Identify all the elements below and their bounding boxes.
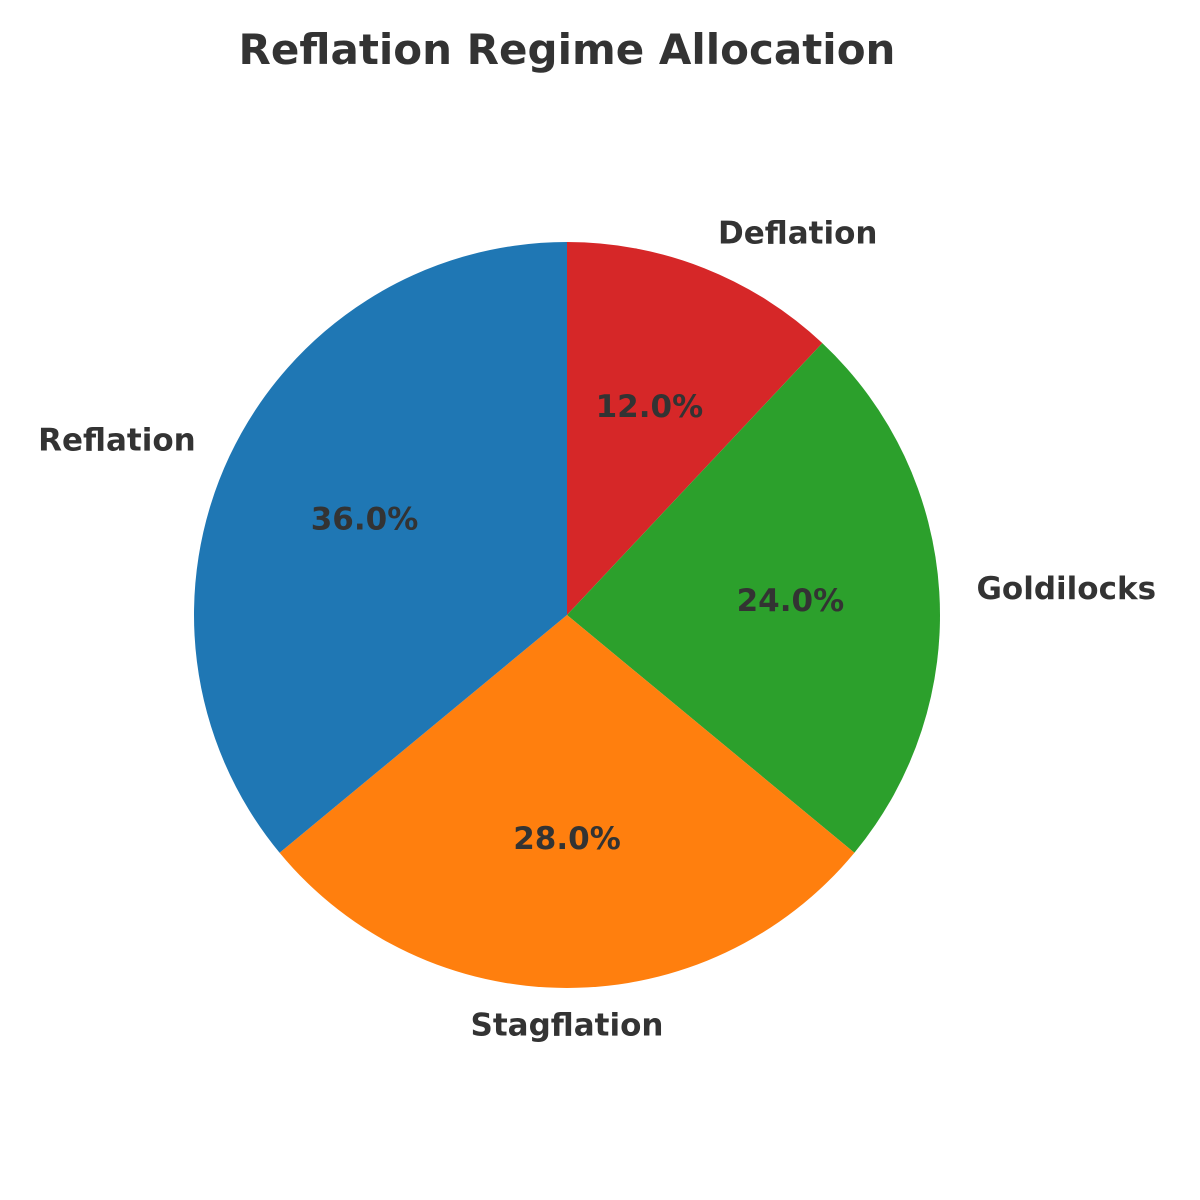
pie-labels: Deflation 12.0% Goldilocks 24.0% Stagflation… xyxy=(38,216,1156,1044)
slice-label-reflation: Reflation xyxy=(38,422,196,458)
pie-slice-stagflation xyxy=(279,615,855,988)
pie-slice-reflation xyxy=(193,242,567,853)
pie-slice-deflation xyxy=(567,242,823,615)
slice-pct-stagflation: 28.0% xyxy=(513,821,621,857)
slice-label-stagflation: Stagflation xyxy=(471,1007,664,1043)
pie-slice-goldilocks xyxy=(567,343,940,853)
slice-label-deflation: Deflation xyxy=(718,216,877,252)
slice-pct-deflation: 12.0% xyxy=(596,389,704,425)
slice-pct-goldilocks: 24.0% xyxy=(737,583,845,619)
chart-title: Reflation Regime Allocation xyxy=(239,25,896,74)
pie-slices xyxy=(193,242,940,988)
slice-label-goldilocks: Goldilocks xyxy=(976,571,1156,607)
slice-pct-reflation: 36.0% xyxy=(311,502,419,538)
